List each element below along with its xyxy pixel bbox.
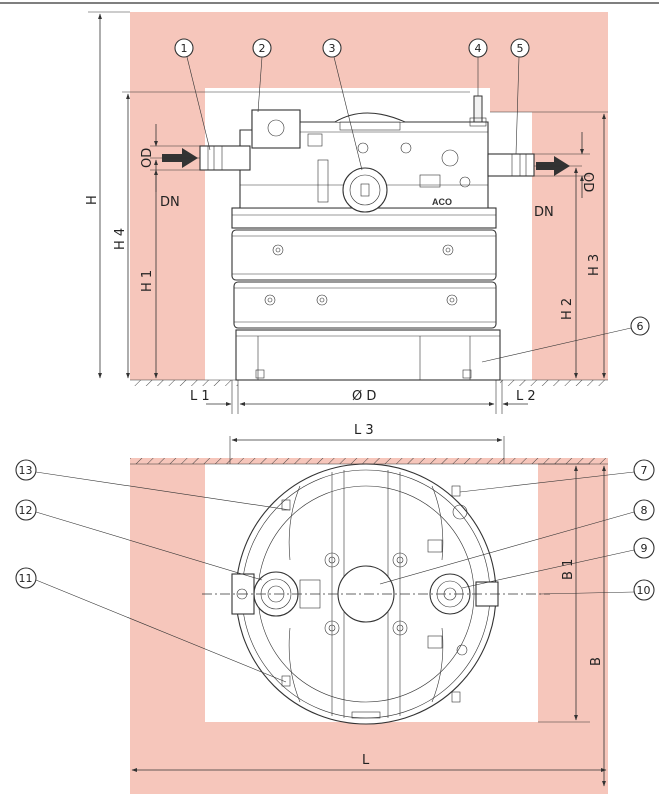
tank-body: ACO	[199, 95, 535, 381]
dim-label-h3: H 3	[587, 254, 602, 276]
svg-text:1: 1	[181, 42, 188, 55]
svg-text:4: 4	[475, 42, 482, 55]
side-view: ACO H H 4	[85, 11, 650, 414]
svg-text:6: 6	[637, 320, 644, 333]
dim-label-b: B	[589, 657, 604, 666]
dim-label-h2: H 2	[560, 298, 575, 320]
top-view: L 3	[15, 423, 655, 794]
dim-label-od-outlet: OD	[580, 172, 595, 192]
svg-text:2: 2	[259, 42, 266, 55]
callout-3: 3	[322, 38, 363, 171]
svg-text:8: 8	[641, 504, 648, 517]
callout-1: 1	[174, 38, 211, 151]
dim-label-h: H	[85, 195, 100, 205]
ground-hatch-left	[130, 380, 238, 386]
dim-label-h4: H 4	[113, 228, 128, 250]
svg-text:3: 3	[329, 42, 336, 55]
callout-5: 5	[510, 38, 530, 155]
svg-text:13: 13	[19, 464, 33, 477]
callout-9: 9	[461, 537, 655, 589]
dim-label-l1: L 1	[190, 389, 210, 404]
callout-6: 6	[481, 316, 650, 363]
dim-label-h1: H 1	[140, 270, 155, 292]
callout-10: 10	[539, 579, 655, 601]
dim-label-dn-outlet: DN	[534, 205, 554, 220]
svg-text:5: 5	[517, 42, 524, 55]
callout-7: 7	[459, 459, 655, 493]
dim-label-od-inlet: OD	[140, 148, 155, 168]
dim-label-l2: L 2	[516, 389, 536, 404]
svg-text:11: 11	[19, 572, 33, 585]
svg-text:10: 10	[637, 584, 651, 597]
callout-4: 4	[468, 38, 488, 96]
svg-text:12: 12	[19, 504, 33, 517]
dim-label-b1: B 1	[561, 559, 576, 580]
dim-label-dn-inlet: DN	[160, 195, 180, 210]
aco-brand-label: ACO	[432, 197, 452, 207]
callout-8: 8	[379, 499, 655, 585]
callout-11: 11	[15, 567, 287, 683]
dim-label-l: L	[362, 753, 370, 768]
callout-2: 2	[252, 38, 272, 113]
callout-13: 13	[15, 459, 291, 511]
svg-text:9: 9	[641, 542, 648, 555]
svg-text:7: 7	[641, 464, 648, 477]
ground-hatch-right	[500, 380, 608, 386]
dim-label-od-base: Ø D	[352, 389, 376, 404]
top-pit-wall	[130, 458, 608, 794]
dim-label-l3: L 3	[354, 423, 374, 438]
callout-12: 12	[15, 499, 263, 581]
tank-top	[231, 463, 499, 725]
